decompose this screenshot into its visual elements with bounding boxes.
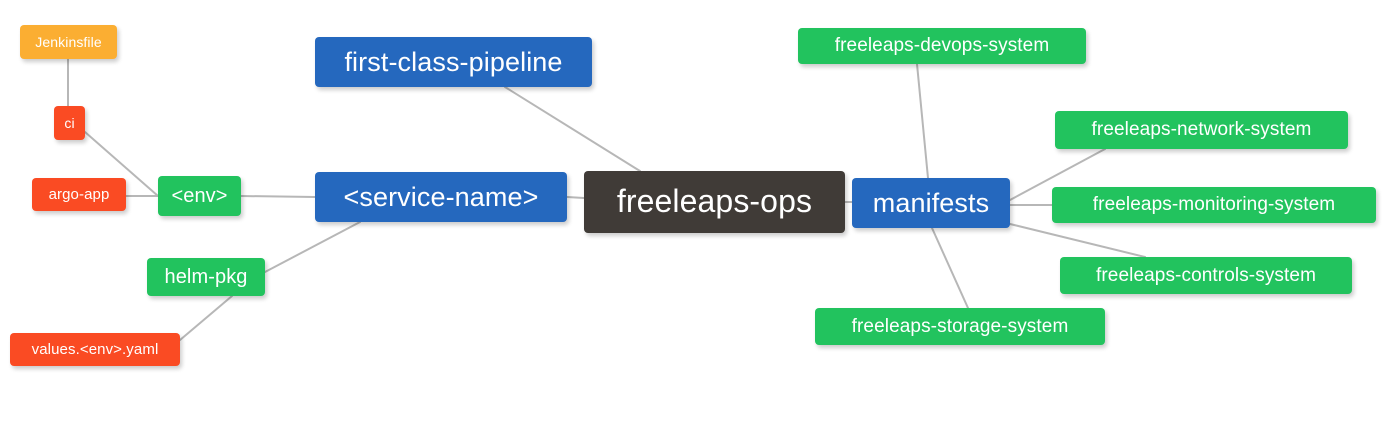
edge-service-name-to-freeleaps-ops xyxy=(566,196,585,199)
edge-manifests-to-freeleaps-devops-system xyxy=(916,63,929,179)
node-freeleaps-devops-system[interactable]: freeleaps-devops-system xyxy=(798,28,1086,64)
node-label-freeleaps-devops-system: freeleaps-devops-system xyxy=(834,35,1050,57)
node-label-helm-pkg: helm-pkg xyxy=(164,265,248,288)
node-values-yaml[interactable]: values.<env>.yaml xyxy=(10,333,180,366)
node-freeleaps-ops[interactable]: freeleaps-ops xyxy=(584,171,845,233)
edge-manifests-to-freeleaps-storage-system xyxy=(931,227,969,309)
node-label-freeleaps-ops: freeleaps-ops xyxy=(616,183,813,220)
edge-values-yaml-to-helm-pkg xyxy=(179,295,233,341)
node-label-ci: ci xyxy=(64,114,75,131)
node-label-argo-app: argo-app xyxy=(48,185,110,203)
node-label-service-name: <service-name> xyxy=(343,181,539,212)
edge-env-to-service-name xyxy=(240,195,316,198)
node-manifests[interactable]: manifests xyxy=(852,178,1010,228)
node-label-jenkinsfile: Jenkinsfile xyxy=(35,33,102,50)
node-freeleaps-monitoring-system[interactable]: freeleaps-monitoring-system xyxy=(1052,187,1376,223)
node-label-manifests: manifests xyxy=(872,187,990,218)
node-freeleaps-storage-system[interactable]: freeleaps-storage-system xyxy=(815,308,1105,345)
node-service-name[interactable]: <service-name> xyxy=(315,172,567,222)
node-ci[interactable]: ci xyxy=(54,106,85,140)
node-label-freeleaps-storage-system: freeleaps-storage-system xyxy=(851,315,1069,337)
node-label-values-yaml: values.<env>.yaml xyxy=(31,340,159,358)
node-label-freeleaps-controls-system: freeleaps-controls-system xyxy=(1095,264,1317,286)
node-first-class-pipeline[interactable]: first-class-pipeline xyxy=(315,37,592,87)
node-env[interactable]: <env> xyxy=(158,176,241,216)
node-label-first-class-pipeline: first-class-pipeline xyxy=(344,46,563,77)
edge-first-class-pipeline-to-freeleaps-ops xyxy=(504,86,641,172)
node-label-env: <env> xyxy=(171,184,228,207)
node-helm-pkg[interactable]: helm-pkg xyxy=(147,258,265,296)
edge-helm-pkg-to-service-name xyxy=(264,221,361,273)
node-jenkinsfile[interactable]: Jenkinsfile xyxy=(20,25,117,59)
edge-manifests-to-freeleaps-controls-system xyxy=(1009,223,1146,258)
node-label-freeleaps-monitoring-system: freeleaps-monitoring-system xyxy=(1092,194,1336,216)
node-freeleaps-network-system[interactable]: freeleaps-network-system xyxy=(1055,111,1348,149)
node-argo-app[interactable]: argo-app xyxy=(32,178,126,211)
node-label-freeleaps-network-system: freeleaps-network-system xyxy=(1091,119,1312,141)
node-freeleaps-controls-system[interactable]: freeleaps-controls-system xyxy=(1060,257,1352,294)
